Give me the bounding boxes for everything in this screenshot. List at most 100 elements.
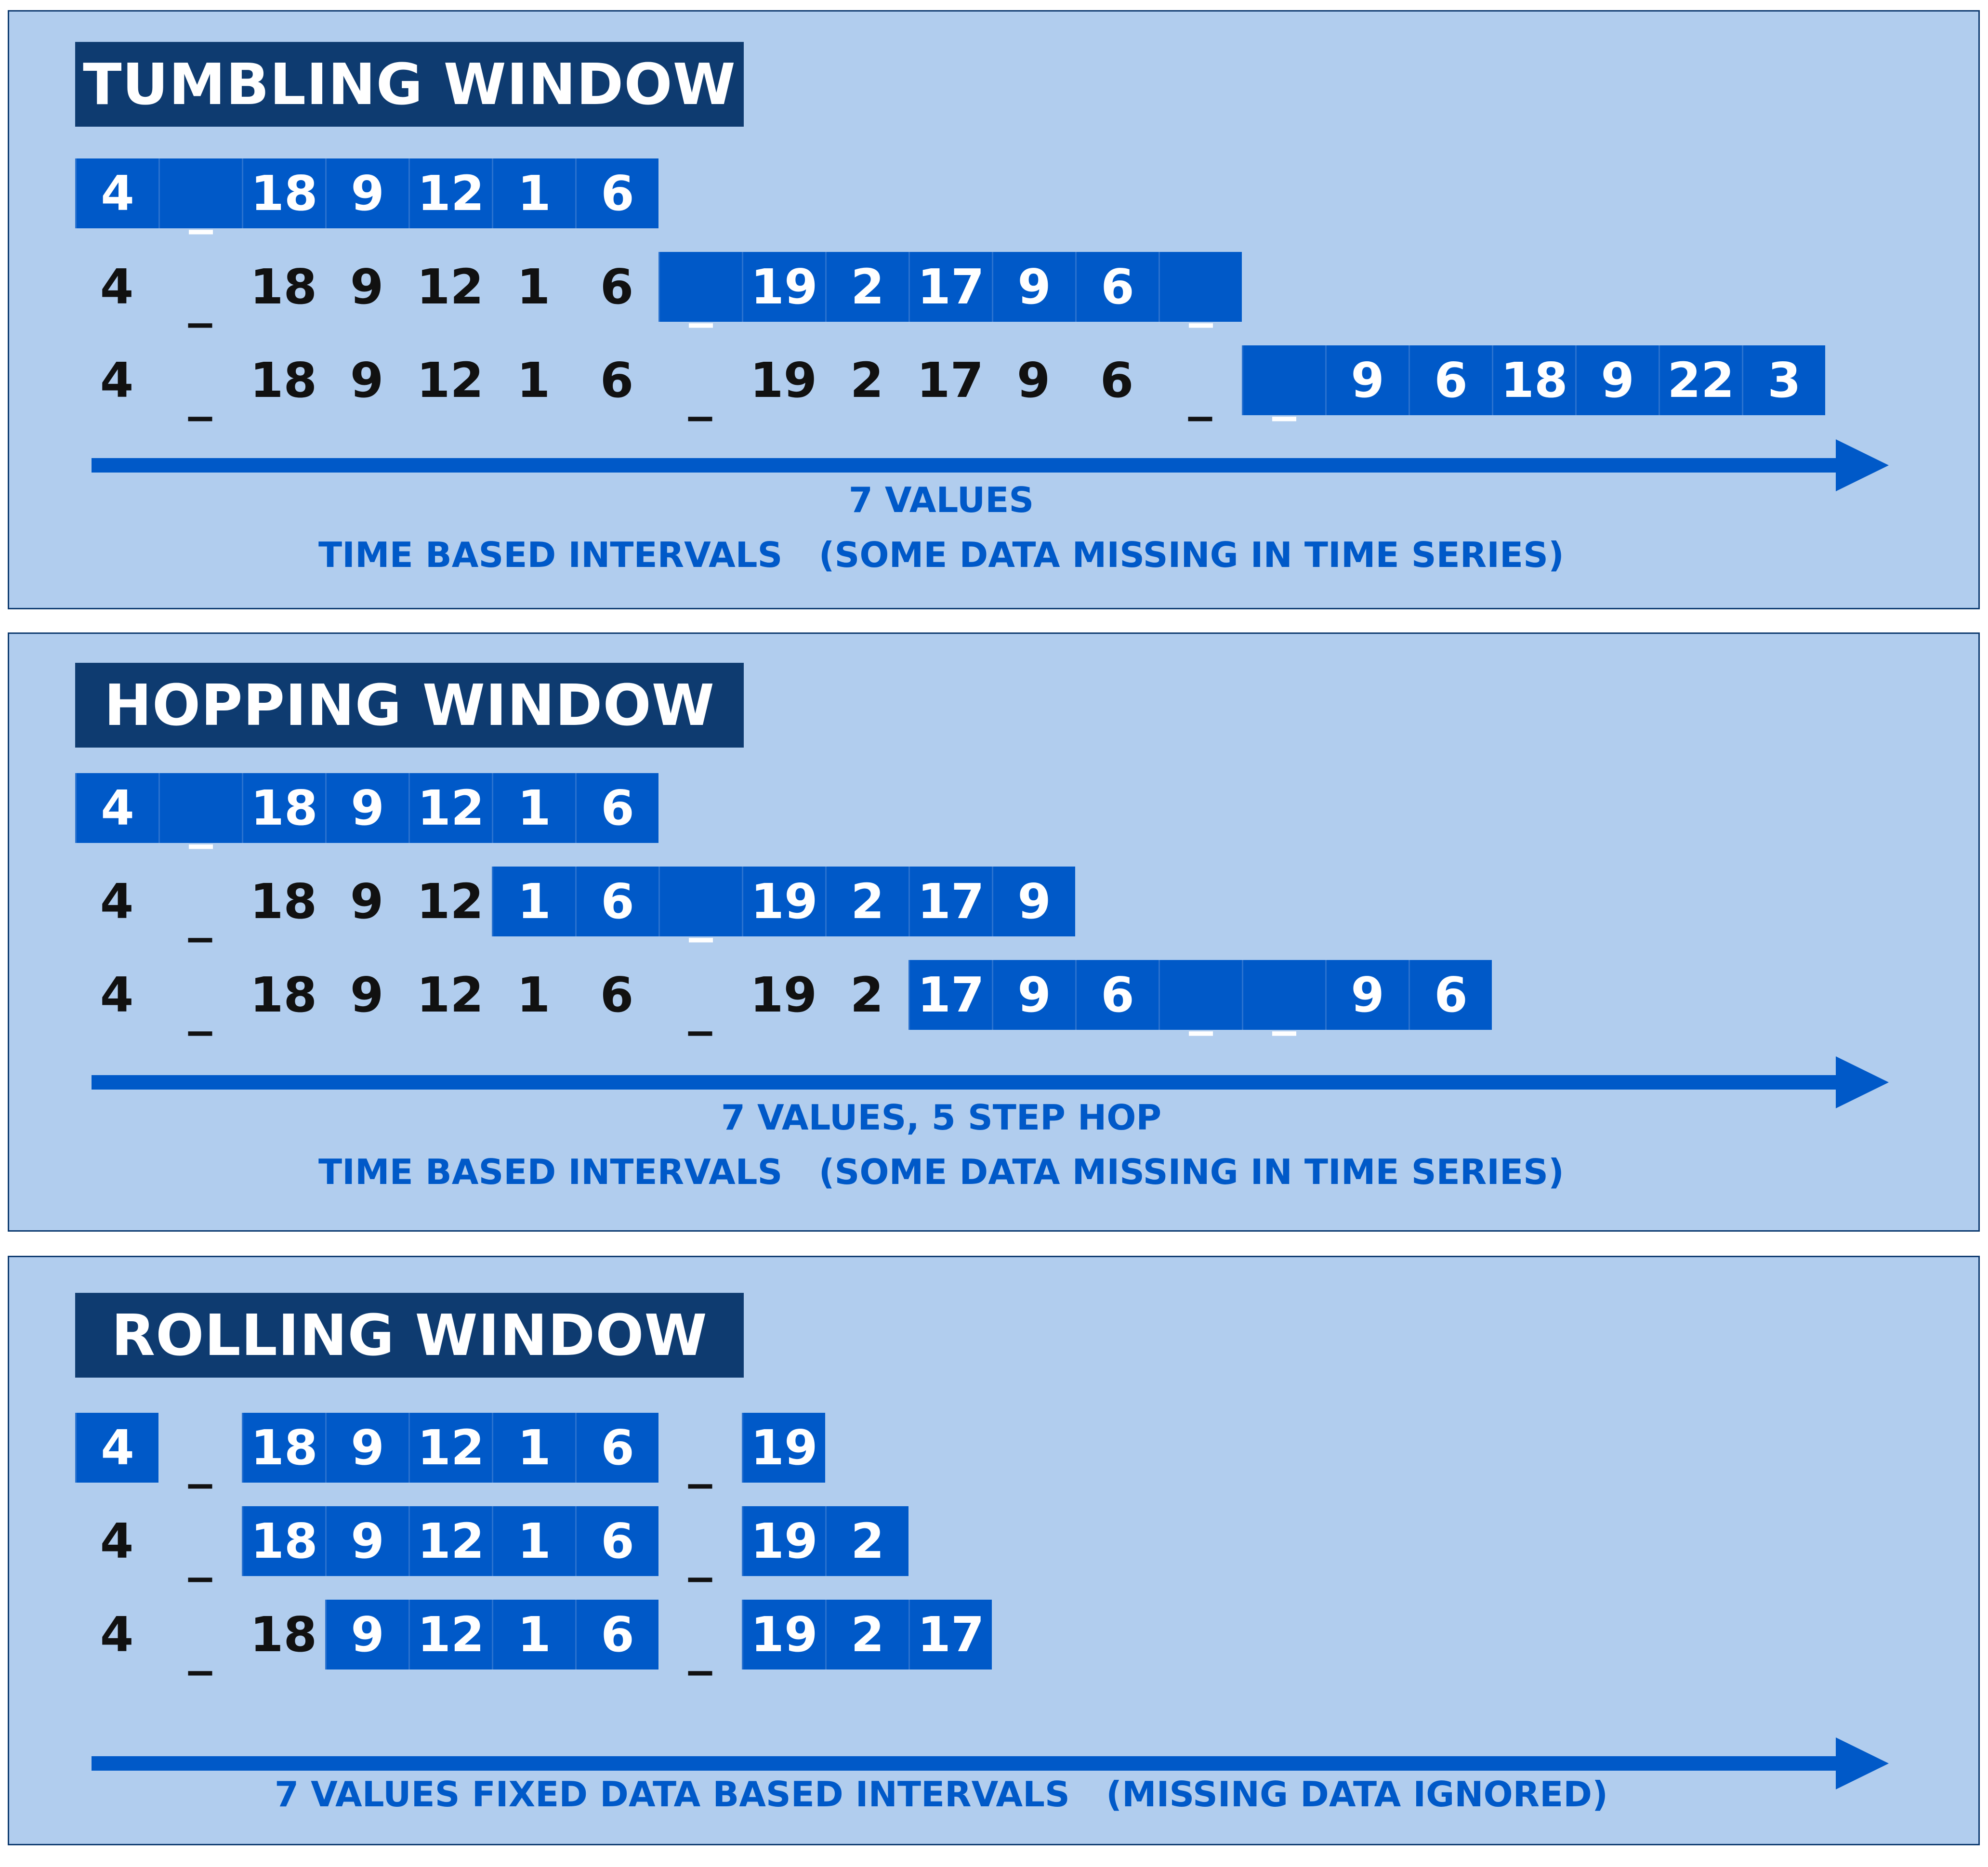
panel-title: HOPPING WINDOW	[75, 663, 744, 748]
value-cell: 6	[600, 259, 634, 315]
value-cell: 18	[250, 352, 317, 408]
timeline-arrow	[92, 1756, 1843, 1771]
value-cell: 9	[1016, 352, 1051, 408]
value-cell: 2	[825, 1600, 908, 1670]
value-cell: 19	[742, 252, 825, 322]
caption-line-1: 7 VALUES	[848, 480, 1034, 520]
missing-value-cell: _	[658, 867, 742, 943]
value-cell: 9	[350, 873, 384, 930]
value-cell: 9	[992, 867, 1075, 936]
value-cell: 17	[908, 867, 992, 936]
value-cell: 18	[250, 873, 317, 930]
value-cell: 4	[100, 967, 134, 1023]
value-cell: 2	[825, 867, 908, 936]
value-cell: 12	[416, 259, 484, 315]
value-cell: 12	[408, 158, 492, 228]
value-cell: 9	[350, 259, 384, 315]
value-cell: 9	[350, 352, 384, 408]
value-cell: 18	[1492, 345, 1575, 415]
value-cell: 9	[325, 158, 408, 228]
value-cell: 4	[75, 773, 158, 843]
value-cell: 9	[1325, 345, 1409, 415]
arrow-head-icon	[1836, 1737, 1889, 1789]
value-cell: 4	[75, 1413, 158, 1483]
caption-line-1: 7 VALUES, 5 STEP HOP	[721, 1097, 1162, 1138]
value-cell: 1	[516, 967, 551, 1023]
value-cell: 4	[75, 158, 158, 228]
value-cell: 2	[825, 1506, 908, 1576]
value-cell: 17	[908, 1600, 992, 1670]
value-cell: 1	[492, 1506, 575, 1576]
value-cell: 9	[992, 960, 1075, 1030]
value-cell: 1	[492, 1413, 575, 1483]
missing-value-cell: _	[1242, 960, 1325, 1036]
value-cell: 6	[600, 967, 634, 1023]
value-cell: 19	[742, 1506, 825, 1576]
value-cell: 9	[325, 773, 408, 843]
value-cell: 18	[242, 1506, 325, 1576]
value-cell: 19	[750, 967, 817, 1023]
value-cell: 18	[242, 158, 325, 228]
value-cell: 1	[516, 259, 551, 315]
value-cell: 12	[416, 352, 484, 408]
value-cell: 18	[242, 773, 325, 843]
value-cell: 6	[1075, 252, 1159, 322]
value-cell: 1	[492, 867, 575, 936]
caption-line-2: TIME BASED INTERVALS (SOME DATA MISSING …	[318, 1152, 1564, 1192]
value-cell: 4	[100, 1513, 134, 1569]
caption-line-2: TIME BASED INTERVALS (SOME DATA MISSING …	[318, 535, 1564, 575]
value-cell: 12	[408, 1600, 492, 1670]
panel-title: ROLLING WINDOW	[75, 1293, 744, 1378]
value-cell: 2	[850, 967, 884, 1023]
value-cell: 17	[908, 960, 992, 1030]
value-cell: 3	[1742, 345, 1825, 415]
value-cell: 6	[575, 1413, 658, 1483]
value-cell: 18	[250, 259, 317, 315]
value-cell: 19	[750, 352, 817, 408]
missing-value-cell: _	[688, 980, 712, 1036]
value-cell: 6	[575, 158, 658, 228]
value-cell: 6	[1100, 352, 1134, 408]
value-cell: 6	[575, 773, 658, 843]
value-cell: 9	[325, 1600, 408, 1670]
value-cell: 9	[1325, 960, 1409, 1030]
value-cell: 6	[1075, 960, 1159, 1030]
missing-value-cell: _	[1188, 365, 1212, 421]
value-cell: 1	[492, 1600, 575, 1670]
value-cell: 6	[575, 1600, 658, 1670]
caption-line-1: 7 VALUES FIXED DATA BASED INTERVALS (MIS…	[275, 1774, 1608, 1814]
value-cell: 19	[742, 1413, 825, 1483]
value-cell: 2	[825, 252, 908, 322]
value-cell: 1	[492, 773, 575, 843]
panel-title: TUMBLING WINDOW	[75, 42, 744, 127]
missing-value-cell: _	[188, 886, 212, 943]
value-cell: 9	[350, 967, 384, 1023]
missing-value-cell: _	[188, 1619, 212, 1676]
missing-value-cell: _	[158, 773, 242, 849]
missing-value-cell: _	[188, 1526, 212, 1582]
value-cell: 9	[325, 1413, 408, 1483]
missing-value-cell: _	[158, 158, 242, 235]
missing-value-cell: _	[1159, 252, 1242, 328]
missing-value-cell: _	[1242, 345, 1325, 421]
value-cell: 12	[408, 1413, 492, 1483]
timeline-arrow	[92, 458, 1843, 473]
value-cell: 12	[408, 773, 492, 843]
missing-value-cell: _	[658, 252, 742, 328]
value-cell: 17	[908, 252, 992, 322]
value-cell: 4	[100, 1606, 134, 1663]
missing-value-cell: _	[1159, 960, 1242, 1036]
value-cell: 12	[416, 967, 484, 1023]
arrow-head-icon	[1836, 1056, 1889, 1108]
value-cell: 4	[100, 352, 134, 408]
value-cell: 2	[850, 352, 884, 408]
value-cell: 6	[575, 1506, 658, 1576]
missing-value-cell: _	[188, 272, 212, 328]
value-cell: 22	[1659, 345, 1742, 415]
value-cell: 4	[100, 873, 134, 930]
missing-value-cell: _	[188, 980, 212, 1036]
value-cell: 19	[742, 1600, 825, 1670]
